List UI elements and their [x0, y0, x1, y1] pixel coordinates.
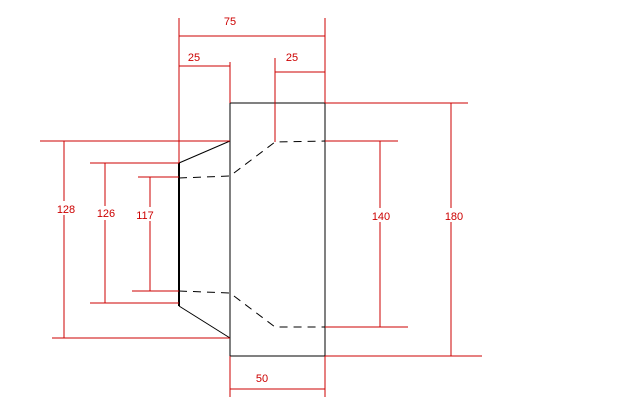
bottom-chamfer-line: [178, 305, 231, 339]
dim-label-126: 126: [97, 208, 115, 220]
dimension-labels: 75 25 25 128 126 117 140 180 50: [52, 16, 466, 385]
top-chamfer-line: [178, 140, 231, 164]
main-body-rect: [229, 102, 326, 357]
dim-label-50: 50: [256, 373, 268, 385]
hidden-line-top: [178, 140, 326, 179]
dim-label-25-left: 25: [188, 52, 200, 64]
dim-label-128: 128: [57, 204, 75, 216]
dim-label-25-right: 25: [286, 52, 298, 64]
part-outline: [178, 102, 326, 357]
hidden-line-bottom: [178, 290, 325, 328]
dim-label-180: 180: [445, 211, 463, 223]
dim-label-75: 75: [224, 16, 236, 28]
dim-label-140: 140: [372, 211, 390, 223]
dimension-lines: [40, 18, 482, 397]
dim-label-117: 117: [136, 210, 154, 222]
